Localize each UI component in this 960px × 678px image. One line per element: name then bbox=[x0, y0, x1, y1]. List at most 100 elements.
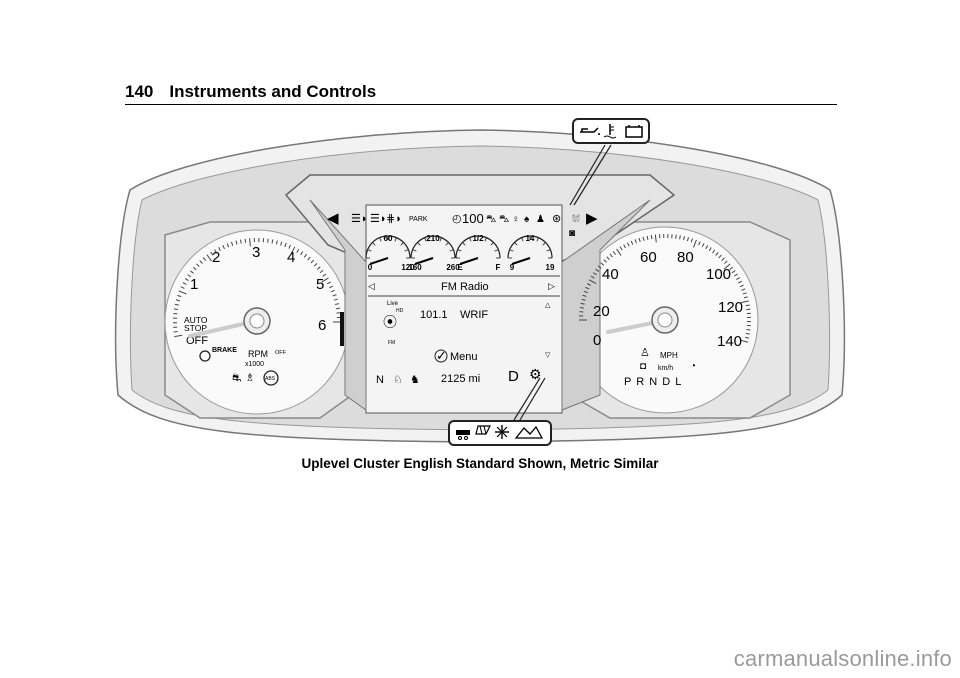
page-number: 140 bbox=[125, 82, 154, 101]
dic-gauge-tick bbox=[439, 237, 442, 242]
live-label: Live bbox=[387, 301, 399, 307]
gauge-tick bbox=[210, 251, 214, 256]
seatbelt-icon-left: ♗ bbox=[245, 372, 255, 384]
gauge-tick bbox=[683, 236, 685, 241]
park-indicator: PARK bbox=[409, 216, 428, 223]
gauge-tick bbox=[310, 259, 315, 264]
dic-gauge-tick bbox=[514, 242, 518, 246]
gauge-tick bbox=[173, 308, 179, 310]
gauge-tick bbox=[196, 263, 200, 267]
dic-gauge-left-label: E bbox=[457, 263, 463, 272]
dic-gauge-mid-label: 1/2 bbox=[472, 234, 484, 243]
gauge-tick bbox=[187, 274, 192, 278]
brake-label: BRAKE bbox=[212, 347, 237, 354]
gauge-tick bbox=[698, 241, 701, 246]
speedo-label-40: 40 bbox=[602, 266, 619, 283]
gauge-tick bbox=[650, 235, 653, 240]
rpm-label: RPM bbox=[248, 349, 268, 359]
dic-gauge-tick bbox=[536, 237, 539, 242]
gauge-tick bbox=[731, 270, 736, 274]
brake-assist-icon: ⊛ bbox=[552, 213, 561, 225]
odometer: 2125 mi bbox=[441, 373, 480, 385]
speedo-label-0: 0 bbox=[593, 332, 601, 349]
gauge-tick bbox=[638, 237, 641, 242]
gauge-tick bbox=[712, 249, 716, 254]
traction-icon: ⛐ bbox=[232, 372, 242, 384]
lamp-icon: ◘ bbox=[640, 361, 646, 372]
tachometer-ticks bbox=[172, 238, 341, 338]
gauge-tick bbox=[600, 262, 605, 266]
vehicle-ahead-icon: ⛍ bbox=[486, 214, 496, 225]
gauge-tick bbox=[226, 243, 230, 248]
tow-haul-icon bbox=[456, 430, 470, 440]
gauge-tick bbox=[300, 251, 304, 256]
gauge-tick bbox=[686, 237, 689, 242]
gauge-tick bbox=[290, 246, 296, 255]
cruise-speed: 100 bbox=[462, 211, 484, 226]
dic-gauge-left-label: 0 bbox=[368, 263, 373, 272]
gauge-tick bbox=[690, 238, 693, 243]
gauge-tick bbox=[240, 239, 242, 244]
dic-gauge-tick bbox=[449, 249, 454, 252]
gauge-tick bbox=[742, 292, 747, 295]
gauge-tick bbox=[214, 249, 218, 254]
gauge-tick bbox=[724, 260, 728, 264]
battery-icon bbox=[625, 125, 643, 138]
speedo-label-80: 80 bbox=[677, 249, 694, 266]
gauge-tick bbox=[675, 234, 677, 239]
gauge-tick bbox=[202, 257, 207, 261]
gauge-tick bbox=[296, 248, 300, 253]
dic-gauge-tick bbox=[367, 249, 372, 252]
gauge-tick bbox=[739, 284, 744, 288]
gauge-tick bbox=[321, 277, 329, 283]
gauge-tick bbox=[284, 243, 287, 248]
tach-label-6: 6 bbox=[318, 317, 326, 334]
drive-gear: D bbox=[508, 368, 519, 385]
gauge-tick bbox=[244, 238, 247, 243]
gauge-tick bbox=[609, 253, 613, 258]
dic-gauge-left-label: 9 bbox=[510, 263, 515, 272]
gauge-tick bbox=[303, 253, 307, 258]
gauge-tick bbox=[592, 272, 597, 276]
gauge-tick bbox=[723, 263, 731, 270]
gauge-tick bbox=[335, 307, 340, 310]
gauge-tick bbox=[178, 290, 187, 295]
gauge-tick bbox=[249, 238, 251, 247]
gauge-tick bbox=[743, 296, 748, 299]
svg-text:ABS: ABS bbox=[265, 376, 276, 382]
gauge-tick bbox=[332, 294, 337, 297]
gauge-tick bbox=[588, 279, 597, 284]
dic-gauge-right-label: 120 bbox=[401, 263, 415, 272]
alert-icon: ◙ bbox=[569, 228, 575, 239]
dic-gauge-tick bbox=[445, 242, 449, 246]
band-label: FM bbox=[388, 340, 395, 346]
tach-label-2: 2 bbox=[212, 249, 220, 266]
gauge-tick bbox=[313, 262, 318, 267]
tire-pressure-icon bbox=[199, 350, 211, 362]
coolant-temp-icon bbox=[603, 124, 617, 139]
drive-mode-icon: ⚙ bbox=[529, 366, 542, 382]
dic-gauge-needle bbox=[459, 257, 479, 265]
scroll-up-icon: △ bbox=[545, 302, 551, 309]
tach-needle bbox=[188, 320, 254, 338]
speedo-label-20: 20 bbox=[593, 303, 610, 320]
gauge-tick bbox=[180, 286, 185, 289]
snow-ice-icon bbox=[495, 425, 509, 439]
gauge-tick bbox=[715, 252, 719, 256]
auto-stop-off-label: OFF bbox=[186, 335, 208, 347]
gauge-tick bbox=[177, 294, 182, 298]
gauge-tick bbox=[199, 260, 203, 264]
tach-redline bbox=[340, 312, 344, 346]
dic-gauge-mid-label: 60 bbox=[384, 234, 393, 243]
dic-next-icon: ▷ bbox=[548, 281, 555, 291]
gauge-tick bbox=[222, 245, 225, 250]
page-header: 140 Instruments and Controls bbox=[125, 82, 376, 102]
pedestrian-icon: ♀ bbox=[512, 214, 520, 225]
dic-gauge-tick bbox=[412, 249, 417, 252]
gauge-tick bbox=[582, 294, 587, 297]
gear-n: N bbox=[376, 374, 384, 386]
prndl-label: P R N D L bbox=[624, 376, 682, 388]
gauge-tick bbox=[218, 247, 221, 252]
gauge-tick bbox=[174, 334, 183, 338]
gauge-tick bbox=[619, 246, 623, 251]
